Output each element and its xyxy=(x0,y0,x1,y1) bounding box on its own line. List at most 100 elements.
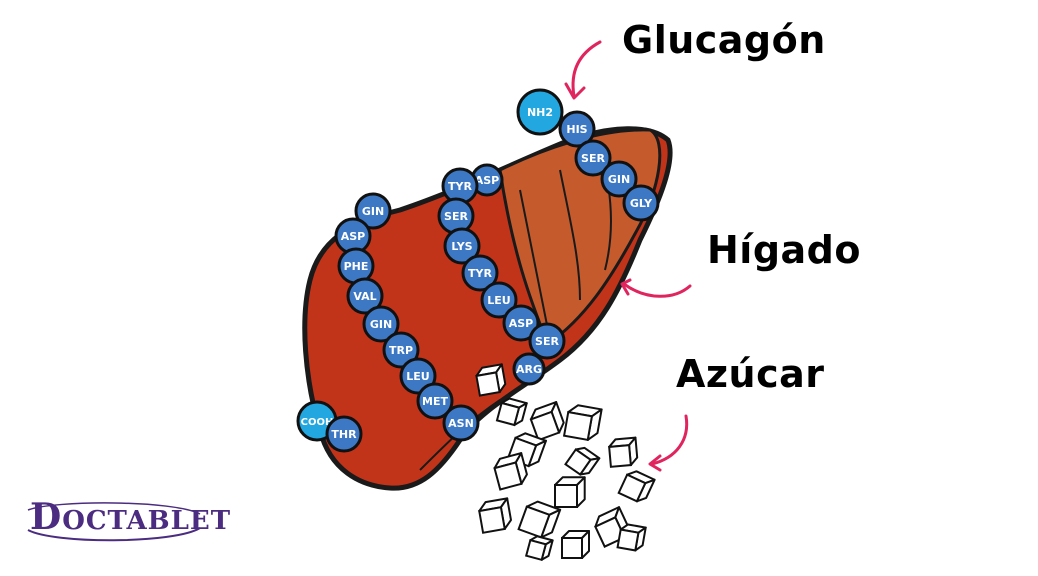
amino-acid-bead-leu: LEU xyxy=(480,281,518,319)
bead-label: VAL xyxy=(353,290,376,303)
amino-acid-bead-asn: ASN xyxy=(442,404,480,442)
amino-acid-bead-his: HIS xyxy=(558,110,596,148)
amino-acid-bead-val: VAL xyxy=(346,277,384,315)
bead-label: SER xyxy=(535,335,559,348)
cube-front xyxy=(529,410,561,442)
amino-acid-bead-ser: SER xyxy=(574,139,612,177)
bead-circle xyxy=(600,160,638,198)
bead-circle xyxy=(512,352,546,386)
amino-acid-bead-thr: THR xyxy=(325,415,363,453)
cube-front xyxy=(561,537,583,559)
bead-label: ASP xyxy=(509,317,534,330)
sugar-cube-icon xyxy=(564,446,601,476)
bead-circle xyxy=(354,192,392,230)
bead-label: COOH xyxy=(301,417,334,428)
bead-label: THR xyxy=(331,428,357,441)
cube-front xyxy=(564,448,592,476)
cube-front xyxy=(616,528,640,552)
amino-acid-bead-gly: GLY xyxy=(622,184,660,222)
bead-label: GIN xyxy=(608,173,630,186)
amino-acid-bead-nh2: NH2 xyxy=(516,88,564,136)
sugar-cube-icon xyxy=(475,363,507,397)
bead-label: ASP xyxy=(475,174,500,187)
bead-label: GIN xyxy=(362,205,384,218)
amino-acid-bead-trp: TRP xyxy=(382,331,420,369)
liver-fold xyxy=(519,189,549,331)
bead-label: TYR xyxy=(468,267,492,280)
logo-first-letter: D xyxy=(30,496,63,538)
bead-label: SER xyxy=(581,152,605,165)
sugar-cube-icon xyxy=(495,397,528,427)
bead-circle xyxy=(574,139,612,177)
amino-acid-bead-asp: ASP xyxy=(502,304,540,342)
amino-acid-bead-lys: LYS xyxy=(443,227,481,265)
cube-front xyxy=(562,410,594,442)
sugar-cube-icon xyxy=(529,401,565,442)
cube-front xyxy=(594,516,626,548)
bead-label: LEU xyxy=(406,370,429,383)
cube-front xyxy=(524,538,548,562)
bead-circle xyxy=(443,227,481,265)
bead-circle xyxy=(416,382,454,420)
bead-circle xyxy=(346,277,384,315)
bead-circle xyxy=(502,304,540,342)
bead-circle xyxy=(442,404,480,442)
sugar-cube-icon xyxy=(562,404,603,442)
amino-acid-bead-gin: GIN xyxy=(354,192,392,230)
amino-acid-bead-ser: SER xyxy=(437,197,475,235)
amino-acid-bead-asp: ASP xyxy=(470,163,504,197)
arrow-higado-head xyxy=(620,278,632,296)
bead-label: LEU xyxy=(487,294,510,307)
cube-front xyxy=(554,484,578,508)
amino-acid-bead-leu: LEU xyxy=(399,357,437,395)
bead-label: GIN xyxy=(370,318,392,331)
logo-swirl-icon xyxy=(27,502,201,542)
amino-acid-bead-gin: GIN xyxy=(362,305,400,343)
bead-label: LYS xyxy=(451,240,472,253)
arrow-azucar xyxy=(650,414,689,466)
sugar-cube-icon xyxy=(561,530,590,559)
amino-acid-bead-gin: GIN xyxy=(600,160,638,198)
bead-label: SER xyxy=(444,210,468,223)
amino-acid-bead-met: MET xyxy=(416,382,454,420)
sugar-cube-icon xyxy=(616,523,647,552)
amino-acid-bead-tyr: TYR xyxy=(461,254,499,292)
sugar-cube-icon xyxy=(478,497,512,534)
bead-circle xyxy=(558,110,596,148)
bead-label: MET xyxy=(422,395,448,408)
bead-circle xyxy=(461,254,499,292)
doctablet-logo: DOCTABLET xyxy=(30,496,231,538)
bead-circle xyxy=(399,357,437,395)
glucagon-label: Glucagón xyxy=(622,18,826,62)
bead-label: ASP xyxy=(341,230,366,243)
higado-label: Hígado xyxy=(707,228,861,272)
bead-circle xyxy=(480,281,518,319)
amino-acid-bead-ser: SER xyxy=(528,322,566,360)
bead-circle xyxy=(382,331,420,369)
arrow-glucagon-head xyxy=(564,82,586,100)
bead-circle xyxy=(362,305,400,343)
bead-label: TYR xyxy=(448,180,472,193)
sugar-cube-icon xyxy=(493,452,528,491)
bead-label: GLY xyxy=(630,197,653,210)
arrow-higado xyxy=(622,282,692,298)
sugar-cube-icon xyxy=(524,535,554,562)
liver-fold xyxy=(559,169,581,301)
sugar-cube-icon xyxy=(554,476,586,508)
amino-acid-bead-phe: PHE xyxy=(337,247,375,285)
azucar-label: Azúcar xyxy=(676,352,825,396)
cube-front xyxy=(608,444,632,468)
bead-label: TRP xyxy=(389,344,413,357)
sugar-cube-icon xyxy=(617,470,656,503)
label-arrows xyxy=(564,40,692,472)
bead-label: PHE xyxy=(344,260,369,273)
arrow-azucar-head xyxy=(648,454,662,472)
cube-front xyxy=(495,401,521,427)
bead-circle xyxy=(622,184,660,222)
amino-acid-bead-arg: ARG xyxy=(512,352,546,386)
bead-label: ARG xyxy=(516,363,542,376)
amino-acid-bead-tyr: TYR xyxy=(441,167,479,205)
bead-label: NH2 xyxy=(527,106,553,119)
